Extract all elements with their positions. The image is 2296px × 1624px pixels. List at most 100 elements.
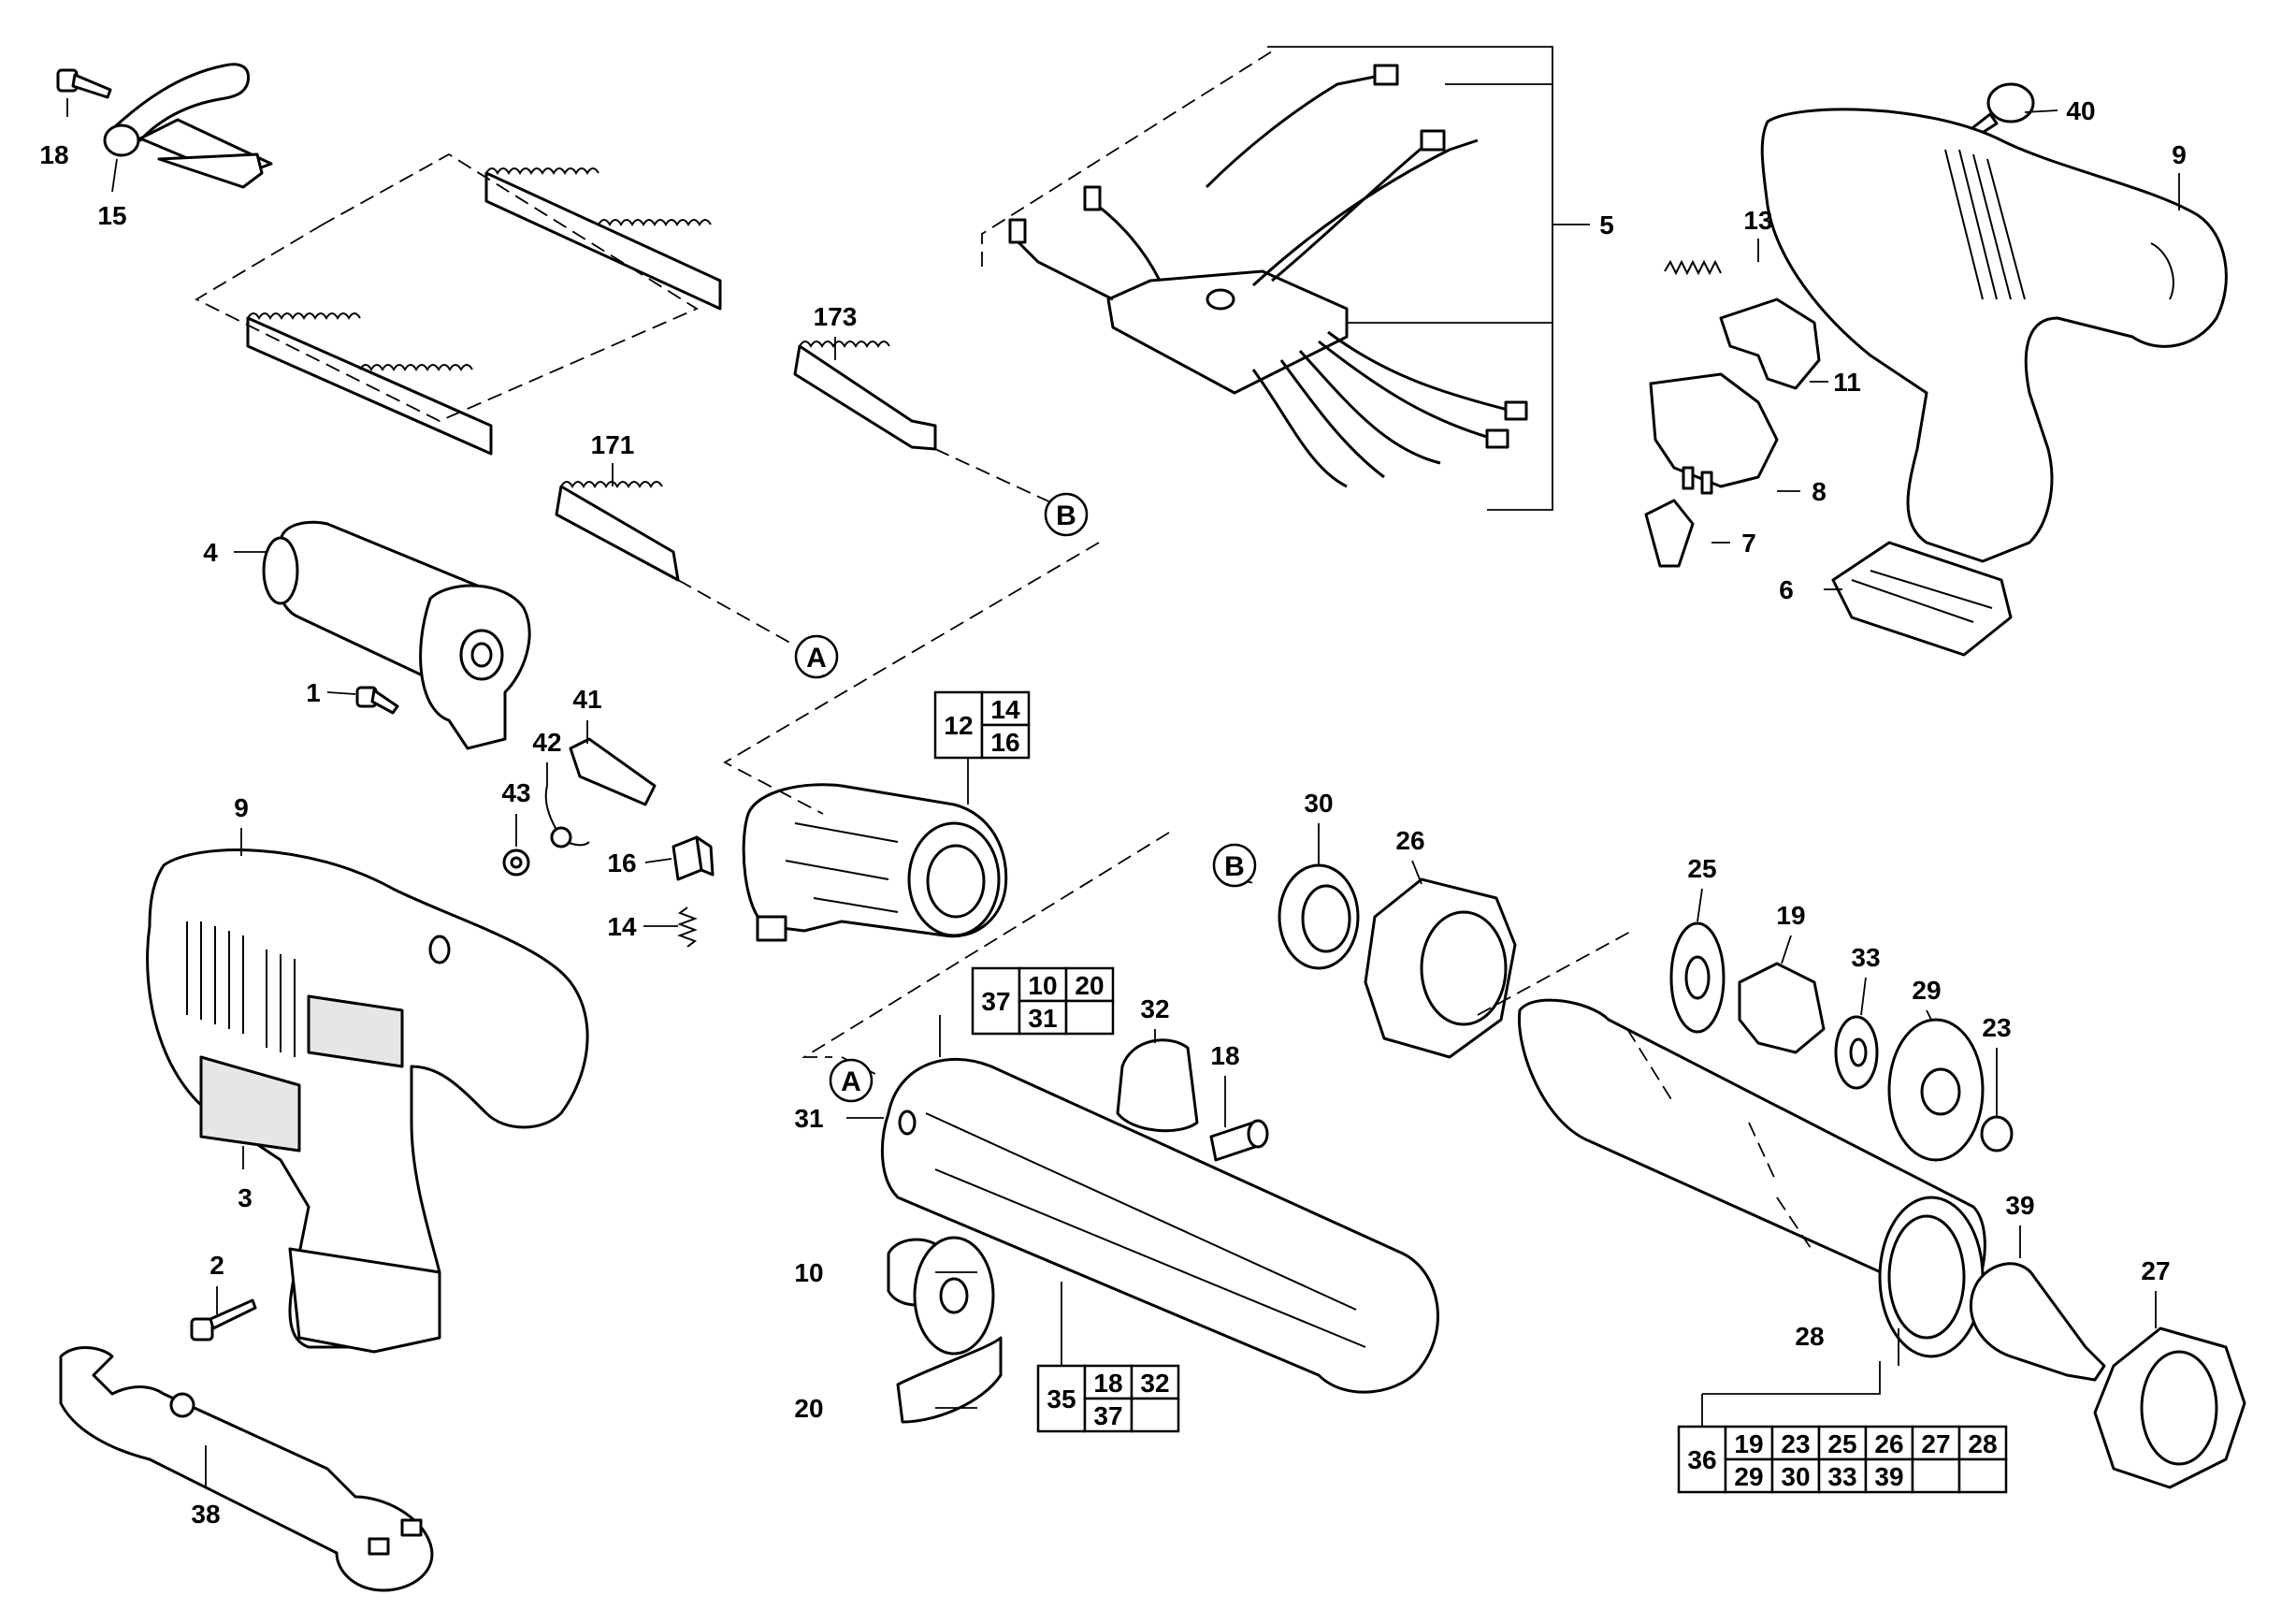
svg-text:18: 18 — [1093, 1369, 1122, 1398]
part-nut-23 — [1980, 1115, 2014, 1153]
svg-text:25: 25 — [1827, 1429, 1856, 1458]
svg-text:16: 16 — [990, 728, 1019, 757]
part-screw-2 — [190, 1298, 257, 1341]
part-motor-4 — [262, 520, 531, 750]
svg-text:27: 27 — [1921, 1429, 1950, 1458]
part-washer-25 — [1669, 921, 1726, 1034]
svg-text:A: A — [841, 1066, 861, 1097]
part-spring-14 — [677, 906, 698, 948]
kit-box-35: 35 18 32 37 — [1036, 1364, 1180, 1433]
svg-text:36: 36 — [1687, 1445, 1716, 1474]
svg-text:14: 14 — [990, 695, 1020, 724]
svg-text:19: 19 — [1734, 1429, 1763, 1458]
svg-text:39: 39 — [1874, 1462, 1903, 1491]
part-plunger-19 — [1738, 962, 1826, 1054]
part-gearbox-12 — [742, 783, 1008, 942]
part-selector-7 — [1644, 499, 1695, 568]
svg-text:A: A — [806, 643, 827, 674]
kit-box-36: 36 19 23 25 26 27 28 29 30 33 39 — [1677, 1425, 2008, 1494]
callout-15: 15 — [97, 201, 126, 230]
part-screw-18-lower — [1209, 1119, 1269, 1162]
part-disc-29 — [1887, 1018, 1985, 1162]
callout-9-left: 9 — [234, 793, 249, 822]
part-nut-26 — [1364, 877, 1517, 1059]
callout-32: 32 — [1140, 994, 1169, 1023]
leader-lines — [66, 46, 2180, 1487]
part-block-16 — [671, 835, 715, 881]
callout-28: 28 — [1795, 1322, 1824, 1351]
reference-a-upper: A — [794, 634, 839, 679]
callout-20: 20 — [794, 1394, 823, 1423]
callout-40: 40 — [2066, 96, 2095, 125]
callout-30: 30 — [1304, 789, 1333, 818]
callout-23: 23 — [1982, 1013, 2011, 1042]
part-adapter-6 — [1831, 541, 2013, 657]
callout-171: 171 — [591, 430, 635, 459]
svg-text:29: 29 — [1734, 1462, 1763, 1491]
callout-38: 38 — [191, 1500, 220, 1529]
svg-text:31: 31 — [1028, 1004, 1057, 1033]
callout-1: 1 — [306, 678, 321, 707]
part-ring-30 — [1278, 863, 1360, 970]
part-plug-10 — [887, 1236, 995, 1356]
part-clip-20 — [896, 1336, 1003, 1424]
callout-16: 16 — [607, 848, 636, 877]
part-cradle-31 — [880, 1057, 1439, 1394]
svg-text:37: 37 — [981, 987, 1010, 1016]
callout-173: 173 — [814, 302, 858, 331]
svg-text:30: 30 — [1781, 1462, 1810, 1491]
kit-box-12: 12 14 16 — [933, 690, 1031, 760]
part-housing-9-left — [146, 848, 589, 1354]
callout-9-right: 9 — [2172, 140, 2187, 169]
callout-4: 4 — [203, 538, 218, 567]
callout-8: 8 — [1812, 477, 1827, 506]
part-clip-43 — [502, 848, 530, 877]
callout-2: 2 — [209, 1251, 224, 1280]
svg-text:35: 35 — [1047, 1385, 1076, 1414]
part-rack-lower — [246, 312, 493, 456]
callout-18-top: 18 — [39, 140, 68, 169]
callout-39: 39 — [2005, 1191, 2034, 1220]
part-rack-171 — [555, 481, 680, 582]
reference-markers: B A B A — [794, 492, 1257, 1103]
callout-29: 29 — [1912, 976, 1941, 1005]
callout-42: 42 — [532, 728, 561, 757]
part-spanner-38 — [59, 1346, 434, 1592]
callout-14: 14 — [607, 912, 637, 941]
svg-text:10: 10 — [1028, 971, 1057, 1000]
part-handle-15 — [103, 63, 273, 189]
svg-text:26: 26 — [1874, 1429, 1903, 1458]
part-spring-42 — [544, 785, 590, 848]
part-screw-18-top — [56, 68, 112, 99]
svg-text:32: 32 — [1140, 1369, 1169, 1398]
part-washer-33 — [1834, 1015, 1879, 1090]
part-latch-41 — [569, 737, 657, 806]
callout-labels: 18 15 173 171 4 1 41 42 43 16 14 9 3 2 3… — [39, 96, 2186, 1529]
callout-19: 19 — [1776, 901, 1805, 930]
part-screw-1 — [355, 686, 399, 715]
part-label-3 — [199, 1055, 301, 1153]
part-nut-27 — [2093, 1327, 2246, 1489]
part-spring-13 — [1664, 259, 1722, 276]
reference-b-lower: B — [1212, 843, 1257, 888]
callout-18-lower: 18 — [1210, 1041, 1239, 1070]
part-rack-upper — [484, 167, 722, 311]
svg-text:23: 23 — [1781, 1429, 1810, 1458]
callout-33: 33 — [1851, 943, 1880, 972]
part-wiring-5 — [1008, 64, 1528, 488]
part-trigger-11 — [1719, 297, 1821, 390]
svg-text:12: 12 — [944, 711, 973, 740]
svg-text:B: B — [1224, 851, 1245, 882]
part-tube-28 — [1517, 998, 1986, 1358]
part-housing-9-right — [1760, 108, 2228, 563]
svg-text:B: B — [1056, 500, 1076, 531]
part-nozzle-39 — [1969, 1262, 2106, 1382]
callout-10: 10 — [794, 1258, 823, 1287]
callout-43: 43 — [501, 778, 530, 807]
part-cap-32 — [1116, 1038, 1199, 1133]
callout-13: 13 — [1743, 206, 1772, 235]
part-rack-173 — [793, 341, 937, 451]
callout-5: 5 — [1599, 210, 1614, 239]
callout-6: 6 — [1779, 575, 1794, 604]
